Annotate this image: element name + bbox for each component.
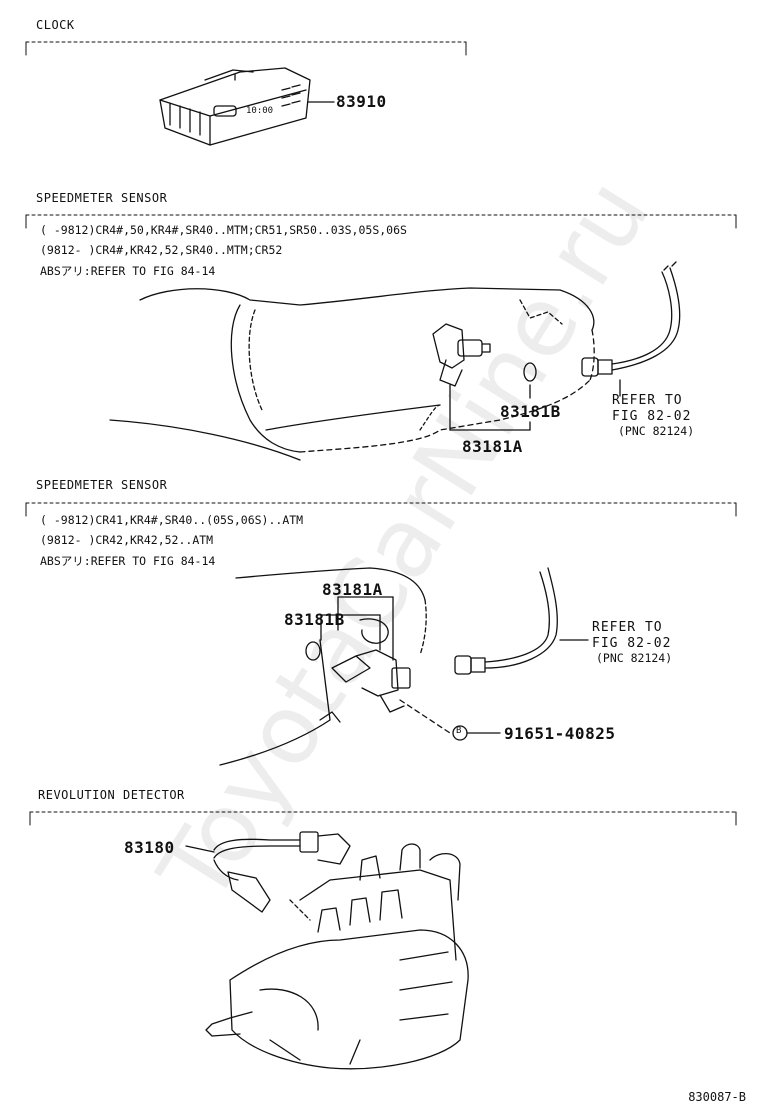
clock-unit: 10:00	[159, 67, 335, 146]
speedo1-note-1: ( -9812)CR4#,50,KR4#,SR40..MTM;CR51,SR50…	[40, 223, 407, 237]
speedo2-refer-line1[interactable]: REFER TO	[592, 620, 663, 635]
revolution-title: REVOLUTION DETECTOR	[38, 788, 185, 802]
transmission-2	[219, 567, 427, 766]
speedo2-refer-pnc: (PNC 82124)	[596, 651, 673, 665]
speedo1-refer-line1[interactable]: REFER TO	[612, 393, 683, 408]
speedo1-refer-pnc: (PNC 82124)	[618, 424, 695, 438]
part-83910[interactable]: 83910	[336, 92, 387, 111]
callout-b-label: B	[456, 726, 462, 736]
speed-sensor-2	[305, 596, 451, 734]
part-91651-40825[interactable]: 91651-40825	[504, 724, 616, 743]
part-83181a-1[interactable]: 83181A	[462, 437, 523, 456]
clock-title: CLOCK	[36, 18, 75, 32]
speedo2-note-1: ( -9812)CR41,KR4#,SR40..(05S,06S)..ATM	[40, 513, 304, 527]
speedo2-frame	[25, 502, 737, 517]
speedo1-note-2: (9812- )CR4#,KR42,52,SR40..MTM;CR52	[40, 243, 283, 257]
part-83181b-2[interactable]: 83181B	[284, 610, 345, 629]
speedo2-note-3: ABSアリ:REFER TO FIG 84-14	[40, 554, 216, 568]
bolt-callout	[452, 725, 501, 741]
transmission-1	[109, 287, 595, 461]
speed-sensor-1	[432, 323, 537, 431]
speedo2-note-2: (9812- )CR42,KR42,52..ATM	[40, 533, 214, 547]
speedo2-refer-line2[interactable]: FIG 82-02	[592, 636, 672, 651]
speedo1-frame	[25, 214, 737, 229]
revolution-sensor	[185, 831, 351, 913]
part-83180[interactable]: 83180	[124, 838, 175, 857]
speedo1-title: SPEEDMETER SENSOR	[36, 191, 168, 205]
svg-text:10:00: 10:00	[246, 106, 273, 116]
speedo2-title: SPEEDMETER SENSOR	[36, 478, 168, 492]
part-83181a-2[interactable]: 83181A	[322, 580, 383, 599]
speedo1-note-3: ABSアリ:REFER TO FIG 84-14	[40, 264, 216, 278]
diagram-code: 830087-B	[688, 1090, 746, 1104]
revolution-frame	[29, 811, 737, 826]
injection-pump	[205, 843, 469, 1070]
harness-1	[581, 261, 681, 397]
speedo1-refer-line2[interactable]: FIG 82-02	[612, 409, 692, 424]
harness-2	[454, 567, 589, 675]
clock-frame	[25, 41, 467, 56]
part-83181b-1[interactable]: 83181B	[500, 402, 561, 421]
